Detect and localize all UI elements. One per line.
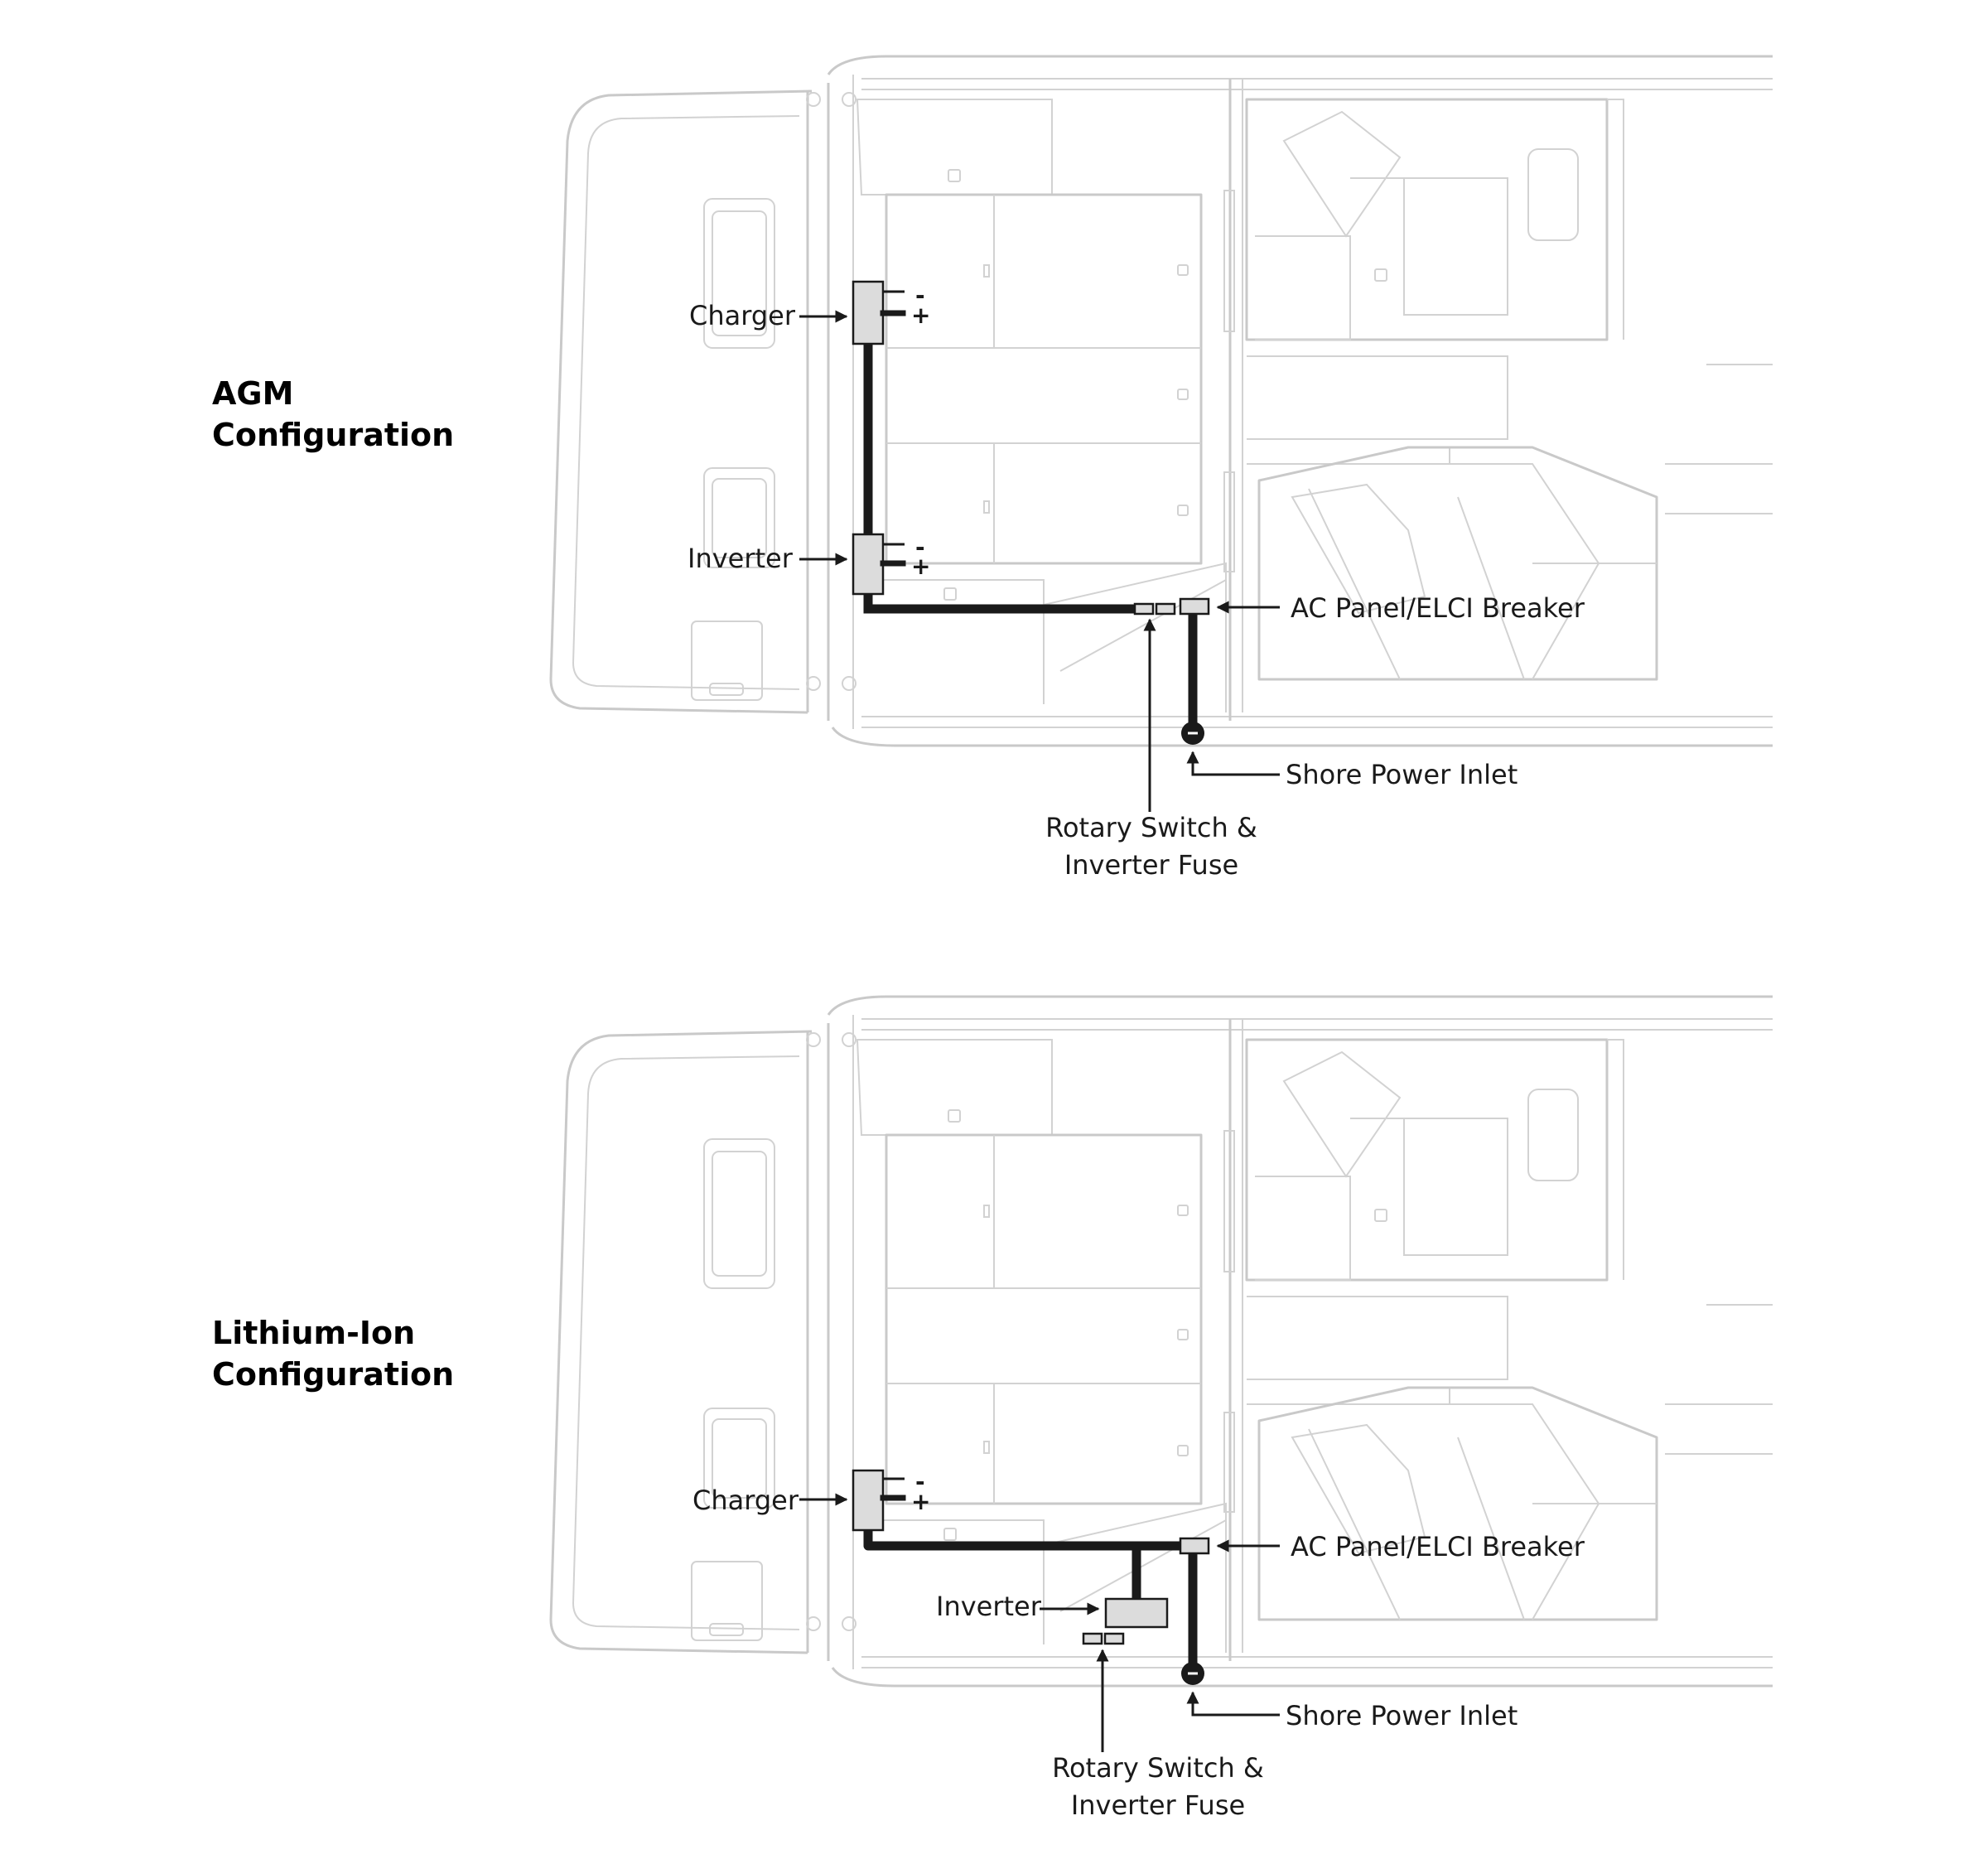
agm-title-line2: Configuration bbox=[212, 417, 454, 453]
agm-ac-panel-label: AC Panel/ELCI Breaker bbox=[1291, 592, 1585, 624]
agm-dc-cable bbox=[863, 335, 1152, 614]
lithium-charger-plus: + bbox=[911, 1488, 930, 1515]
lithium-title-line1: Lithium-Ion bbox=[212, 1315, 415, 1351]
lithium-config: Lithium-Ion Configuration - + Charger In… bbox=[212, 995, 1774, 1821]
agm-charger: - + bbox=[852, 280, 930, 345]
agm-inverter-plus: + bbox=[911, 553, 930, 580]
agm-rotary-switch-box bbox=[1133, 602, 1155, 616]
lithium-inverter-fuse-box bbox=[1103, 1632, 1125, 1645]
lithium-dc-cable bbox=[863, 1519, 1185, 1551]
lithium-title: Lithium-Ion Configuration bbox=[212, 1315, 454, 1393]
lithium-charger-label: Charger bbox=[692, 1485, 799, 1516]
lithium-shore-label: Shore Power Inlet bbox=[1286, 1700, 1518, 1731]
lithium-ac-panel bbox=[1179, 1537, 1210, 1555]
lithium-ac-panel-label: AC Panel/ELCI Breaker bbox=[1291, 1531, 1585, 1562]
lithium-charger: - + bbox=[852, 1468, 930, 1532]
lithium-rotary-label-line2: Inverter Fuse bbox=[1071, 1789, 1245, 1821]
agm-charger-minus: - bbox=[915, 282, 925, 309]
agm-charger-box bbox=[852, 280, 885, 345]
agm-shore-label: Shore Power Inlet bbox=[1286, 759, 1518, 790]
agm-ac-panel bbox=[1179, 597, 1210, 616]
lithium-rotary-switch bbox=[1082, 1632, 1125, 1645]
agm-boat-outline bbox=[549, 55, 1774, 747]
agm-shore-arrow bbox=[1186, 751, 1280, 776]
lithium-boat-outline bbox=[549, 995, 1774, 1688]
agm-rotary-switch bbox=[1133, 602, 1176, 616]
agm-shore-inlet bbox=[1181, 722, 1204, 745]
agm-config: AGM Configuration - + Charger - + Invert… bbox=[212, 55, 1774, 881]
lithium-rotary-label-line1: Rotary Switch & bbox=[1052, 1752, 1264, 1784]
agm-inverter-fuse-box bbox=[1155, 602, 1176, 616]
agm-title-line1: AGM bbox=[212, 375, 293, 412]
lithium-charger-box bbox=[852, 1469, 885, 1532]
lithium-title-line2: Configuration bbox=[212, 1356, 454, 1393]
agm-title: AGM Configuration bbox=[212, 375, 454, 453]
lithium-inverter-box bbox=[1104, 1597, 1169, 1629]
lithium-inverter-label: Inverter bbox=[936, 1591, 1042, 1622]
agm-inverter-label: Inverter bbox=[688, 543, 794, 574]
lithium-charger-minus: - bbox=[915, 1468, 925, 1495]
lithium-shore-inlet bbox=[1181, 1662, 1204, 1685]
agm-inverter-minus: - bbox=[915, 534, 925, 561]
agm-rotary-label-line2: Inverter Fuse bbox=[1064, 849, 1238, 881]
lithium-rotary-switch-box bbox=[1082, 1632, 1103, 1645]
lithium-shore-arrow bbox=[1186, 1691, 1280, 1717]
agm-inverter: - + bbox=[852, 533, 930, 596]
agm-charger-label: Charger bbox=[689, 300, 796, 331]
agm-inverter-box bbox=[852, 533, 885, 596]
agm-rotary-label-line1: Rotary Switch & bbox=[1045, 812, 1257, 843]
agm-charger-plus: + bbox=[911, 302, 930, 329]
